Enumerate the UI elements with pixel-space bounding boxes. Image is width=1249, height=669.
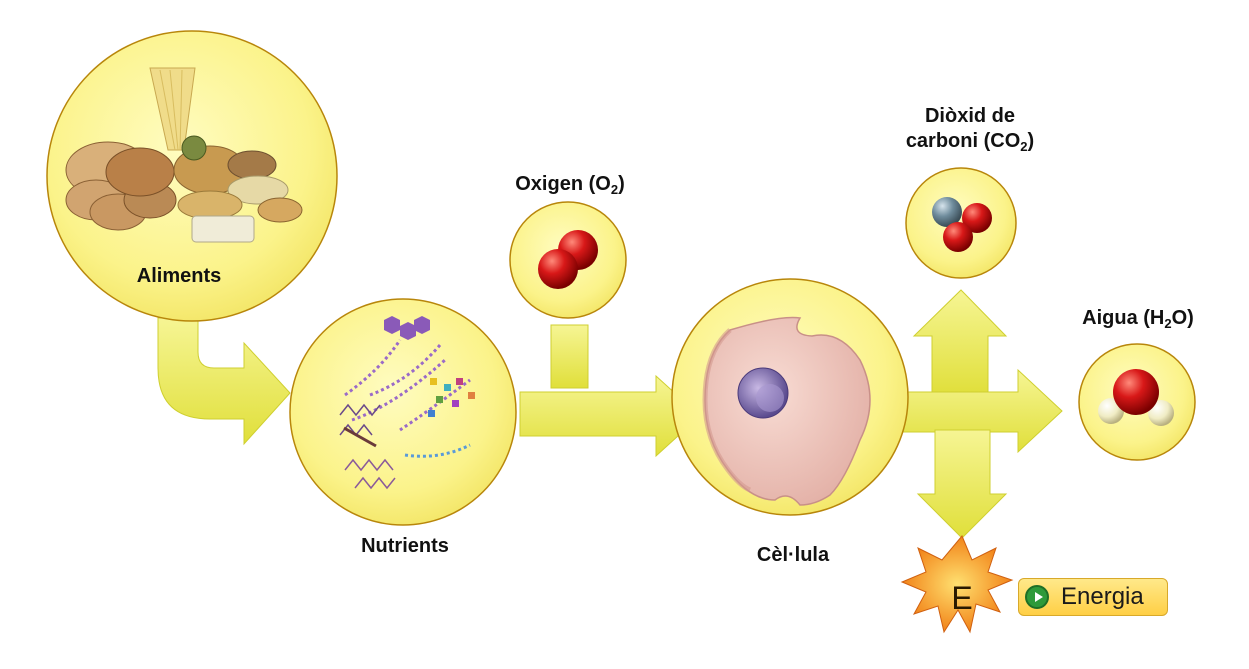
- water-node: [1078, 343, 1196, 461]
- nutrients-node: [289, 298, 517, 526]
- arrow-aliments-to-nutrients: [157, 317, 291, 446]
- cell-label: Cèl·lula: [756, 544, 830, 566]
- cell-illustration: [702, 316, 871, 506]
- co2-molecule: [932, 197, 992, 252]
- energy-burst-icon: [900, 535, 1014, 634]
- o2-molecule: [538, 230, 598, 289]
- energy-button[interactable]: Energia: [1018, 578, 1168, 616]
- arrow-cell-to-energy: [916, 429, 1008, 539]
- aliments-label: Aliments: [136, 265, 222, 287]
- energy-symbol: E: [951, 580, 973, 616]
- oxygen-node: [509, 201, 627, 319]
- arrow-oxygen-to-cell: [550, 324, 589, 389]
- oxygen-label: Oxigen (O2): [515, 173, 625, 197]
- cell-node: [671, 278, 909, 516]
- aliments-node: [46, 30, 338, 322]
- water-label: Aigua (H2O): [1082, 307, 1194, 331]
- play-icon: [1025, 585, 1049, 609]
- nutrients-label: Nutrients: [361, 535, 449, 557]
- energy-button-label: Energia: [1061, 583, 1144, 610]
- h2o-molecule: [1098, 369, 1174, 426]
- food-illustration: [65, 67, 303, 243]
- nutrient-molecules: [339, 316, 475, 490]
- arrow-cell-to-co2: [912, 289, 1008, 396]
- co2-node: [905, 167, 1017, 279]
